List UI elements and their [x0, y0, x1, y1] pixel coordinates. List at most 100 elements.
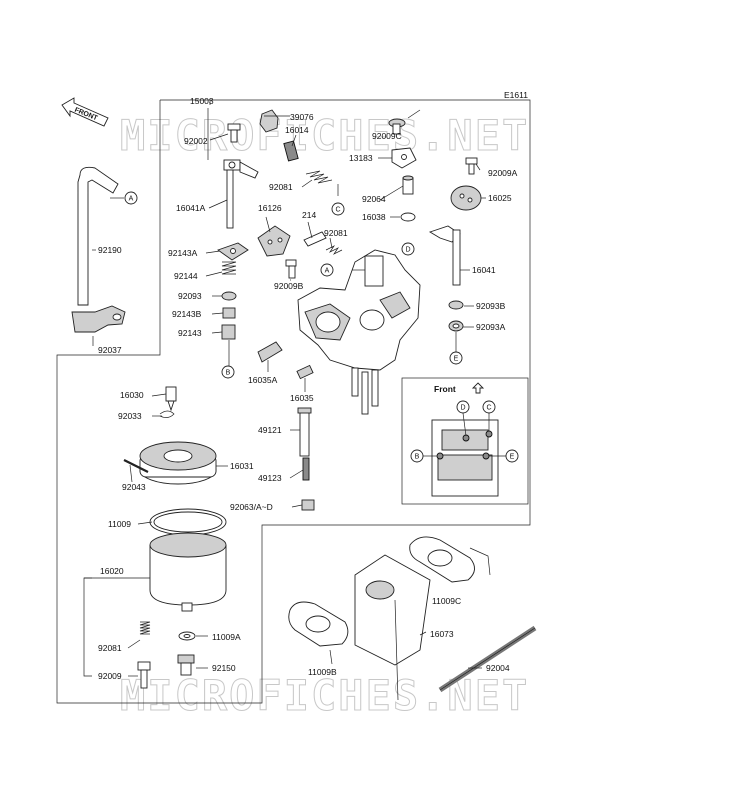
inset-front-label: Front [434, 384, 456, 394]
label-16038: 16038 [362, 212, 386, 222]
bolt-92150-icon [177, 654, 195, 676]
spring-92081b-icon [325, 245, 343, 255]
idle-screw-16035A-icon [257, 341, 283, 363]
gasket-11009-icon [149, 508, 227, 536]
insulator-16073-icon [354, 554, 431, 701]
callout-a-body: A [320, 263, 334, 277]
label-92037: 92037 [98, 345, 122, 355]
svg-text:A: A [325, 268, 330, 275]
label-92081-a: 92081 [269, 182, 293, 192]
gasket-11009C-icon [409, 536, 475, 583]
plate-13183-icon [391, 147, 417, 169]
watermark-bottom: MICROFICHES.NET [120, 671, 529, 720]
label-39076: 39076 [290, 112, 314, 122]
svg-text:E: E [510, 454, 515, 461]
svg-text:B: B [226, 370, 231, 377]
label-92144: 92144 [174, 271, 198, 281]
label-92143: 92143 [178, 328, 202, 338]
screw-214-icon [303, 231, 327, 247]
label-11009: 11009 [108, 519, 131, 529]
callout-b-collar: B [221, 365, 235, 379]
label-92033: 92033 [118, 411, 142, 421]
label-16126: 16126 [258, 203, 282, 213]
watermark-top: MICROFICHES.NET [120, 111, 529, 160]
label-49123: 49123 [258, 473, 282, 483]
float-needle-16030-icon [165, 386, 177, 412]
float-16031-icon [139, 441, 217, 485]
label-49121: 49121 [258, 425, 282, 435]
screw-92009C-icon [388, 118, 406, 135]
spring-92081c-icon [139, 621, 151, 635]
hose-clamp-icon [71, 305, 126, 333]
inset-frame [401, 377, 529, 505]
assembly-outline [56, 99, 531, 704]
front-arrow-icon: FRONT [61, 97, 109, 127]
label-16073: 16073 [430, 629, 454, 639]
label-214: 214 [302, 210, 316, 220]
plug-92063-icon [301, 499, 315, 511]
stud-92004-icon [438, 625, 537, 693]
o-ring-16038-icon [400, 212, 416, 222]
label-92009B: 92009B [274, 281, 304, 291]
pin-92043-icon [123, 459, 149, 473]
callout-a-hose: A [124, 191, 138, 205]
label-16014: 16014 [285, 125, 309, 135]
svg-text:C: C [486, 405, 491, 412]
label-15003: 15003 [190, 96, 214, 106]
label-16041A: 16041A [176, 203, 206, 213]
clip-92033-icon [159, 410, 175, 418]
label-16030: 16030 [120, 390, 144, 400]
washer-11009A-icon [178, 631, 196, 641]
jet-49123-icon [302, 457, 310, 481]
throttle-valve-16025-icon [450, 185, 482, 211]
seal-92093A-icon [448, 320, 464, 332]
spring-92081-icon [305, 170, 333, 184]
label-16031: 16031 [230, 461, 254, 471]
pilot-jet-16014-icon [283, 140, 299, 162]
choke-valve-16126-icon [257, 225, 291, 257]
label-92063: 92063/A~D [230, 502, 273, 512]
label-92150: 92150 [212, 663, 236, 673]
washer-92093-icon [221, 291, 237, 301]
throttle-shaft-16041A-icon [223, 159, 259, 229]
fuel-hose-icon [77, 166, 119, 306]
inset-up-arrow-icon [471, 382, 485, 394]
callout-c-inset: C [482, 400, 496, 414]
callout-c-spring: C [331, 202, 345, 216]
label-92093B: 92093B [476, 301, 506, 311]
label-16041: 16041 [472, 265, 496, 275]
svg-text:E: E [454, 356, 459, 363]
label-92002: 92002 [184, 136, 208, 146]
plug-92064-icon [402, 175, 414, 195]
label-16020: 16020 [100, 566, 124, 576]
callout-d-inset: D [456, 400, 470, 414]
throttle-shaft-16041-icon [428, 225, 461, 286]
leader-lines [83, 100, 486, 677]
screw-92009A-icon [465, 157, 478, 175]
label-92190: 92190 [98, 245, 122, 255]
screw-92009-icon [137, 661, 151, 689]
callout-e-inset: E [505, 449, 519, 463]
label-92009A: 92009A [488, 168, 518, 178]
callout-e-seal: E [449, 351, 463, 365]
svg-text:B: B [415, 454, 420, 461]
svg-text:A: A [129, 196, 134, 203]
spring-92144-icon [221, 261, 237, 275]
gasket-11009B-icon [288, 601, 349, 647]
label-92093: 92093 [178, 291, 202, 301]
label-92081-c: 92081 [98, 643, 122, 653]
gasket-leader [469, 547, 491, 576]
callout-d-o-ring: D [401, 242, 415, 256]
carburetor-body-icon [297, 249, 421, 415]
part-labels: 15003 39076 92002 16014 92009C 13183 920… [98, 96, 518, 681]
collar-92143-icon [221, 324, 236, 340]
label-92043: 92043 [122, 482, 146, 492]
front-view-inset: Front [401, 377, 529, 505]
label-11009B: 11009B [308, 667, 337, 677]
callout-b-inset: B [410, 449, 424, 463]
label-11009A: 11009A [212, 632, 241, 642]
washer-92143A-icon [217, 242, 249, 261]
nozzle-49121-icon [297, 407, 312, 457]
label-92081-b: 92081 [324, 228, 348, 238]
float-bowl-16020-icon [149, 532, 227, 612]
